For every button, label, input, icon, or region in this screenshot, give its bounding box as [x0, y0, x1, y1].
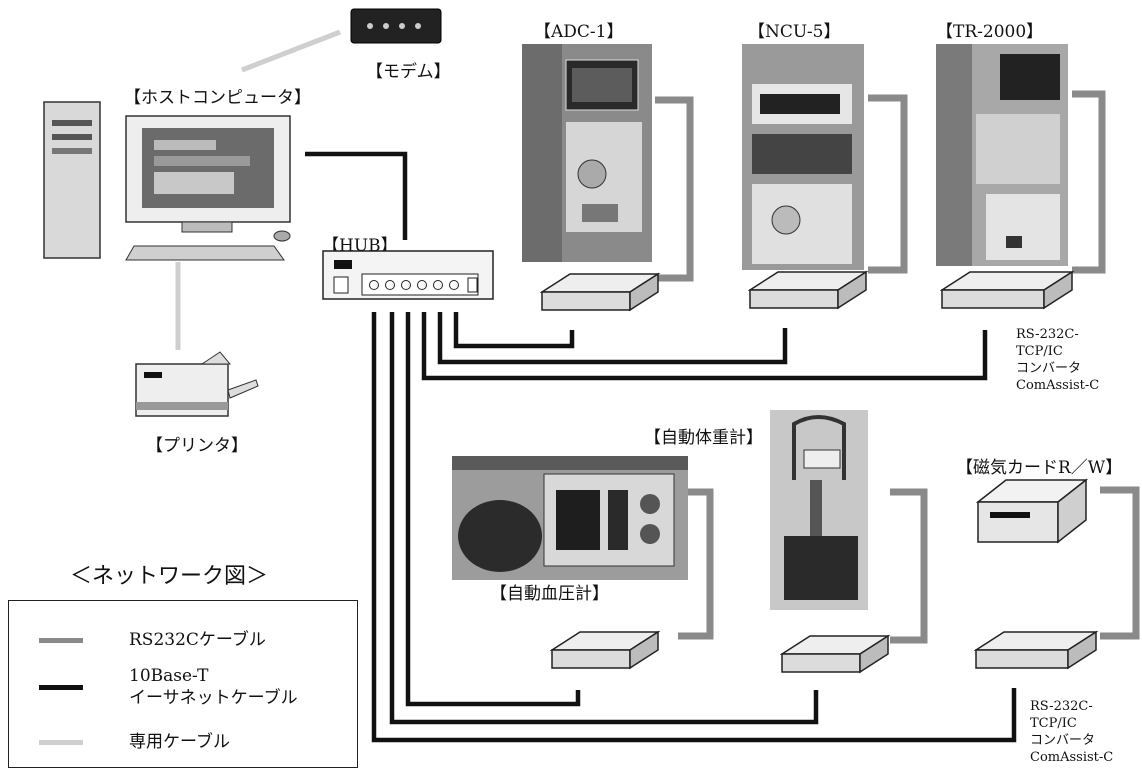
ncu-label: 【NCU-5】: [748, 24, 840, 41]
tr-device-photo: [936, 44, 1068, 266]
legend-swatch-dedicated: [39, 740, 83, 745]
blood-pressure-device-photo: [452, 456, 688, 580]
network-diagram-title: ＜ネットワーク図＞: [70, 566, 268, 588]
card-rw-converter-icon: [974, 630, 1098, 672]
adc-device-photo: [522, 44, 652, 262]
hub-icon: [322, 250, 494, 302]
legend-row-rs232c: RS232Cケーブル: [9, 629, 266, 651]
ncu-converter-ethernet-cable: [440, 312, 785, 362]
modem-label: 【モデム】: [366, 64, 451, 81]
legend-swatch-rs232c: [39, 638, 83, 643]
card-rw-icon: [976, 478, 1088, 546]
printer-icon: [130, 350, 262, 422]
weight-scale-converter-icon: [780, 634, 890, 676]
adc-label: 【ADC-1】: [534, 24, 623, 41]
host-computer-icon: [42, 96, 296, 266]
blood-pressure-label: 【自動血圧計】: [490, 586, 609, 603]
printer-label: 【プリンタ】: [146, 438, 248, 455]
legend-row-dedicated: 専用ケーブル: [9, 731, 230, 753]
tr-converter-icon: [940, 270, 1076, 312]
tr-rs232c-cable: [1072, 94, 1102, 270]
legend-label-dedicated: 専用ケーブル: [129, 731, 230, 753]
legend: RS232Cケーブル 10Base-T イーサネットケーブル 専用ケーブル: [8, 600, 358, 768]
adc-converter-icon: [540, 272, 660, 314]
converter-note-bottom: RS-232C- TCP/IC コンバータ ComAssist-C: [1030, 698, 1140, 766]
legend-label-ethernet: 10Base-T イーサネットケーブル: [129, 665, 298, 709]
adc-converter-ethernet-cable: [456, 312, 572, 346]
blood-pressure-converter-icon: [550, 630, 660, 672]
card-rw-label: 【磁気カードR／W】: [956, 460, 1122, 477]
weight-scale-label: 【自動体重計】: [644, 430, 763, 447]
scale-rs232c-cable: [890, 492, 924, 640]
ncu-converter-icon: [748, 270, 868, 312]
ncu-rs232c-cable: [868, 98, 904, 270]
ncu-device-photo: [742, 44, 864, 270]
legend-swatch-ethernet: [39, 685, 83, 690]
host-hub-ethernet-cable: [305, 154, 405, 240]
legend-label-rs232c: RS232Cケーブル: [129, 629, 266, 651]
converter-note-top: RS-232C- TCP/IC コンバータ ComAssist-C: [1016, 326, 1136, 394]
tr-label: 【TR-2000】: [936, 24, 1043, 41]
adc-rs232c-cable: [655, 100, 690, 278]
card-rs232c-cable: [1100, 490, 1136, 636]
weight-scale-device-photo: [770, 410, 868, 610]
legend-row-ethernet: 10Base-T イーサネットケーブル: [9, 665, 298, 709]
modem-icon: [350, 8, 442, 46]
modem-dedicated-cable: [242, 32, 340, 70]
